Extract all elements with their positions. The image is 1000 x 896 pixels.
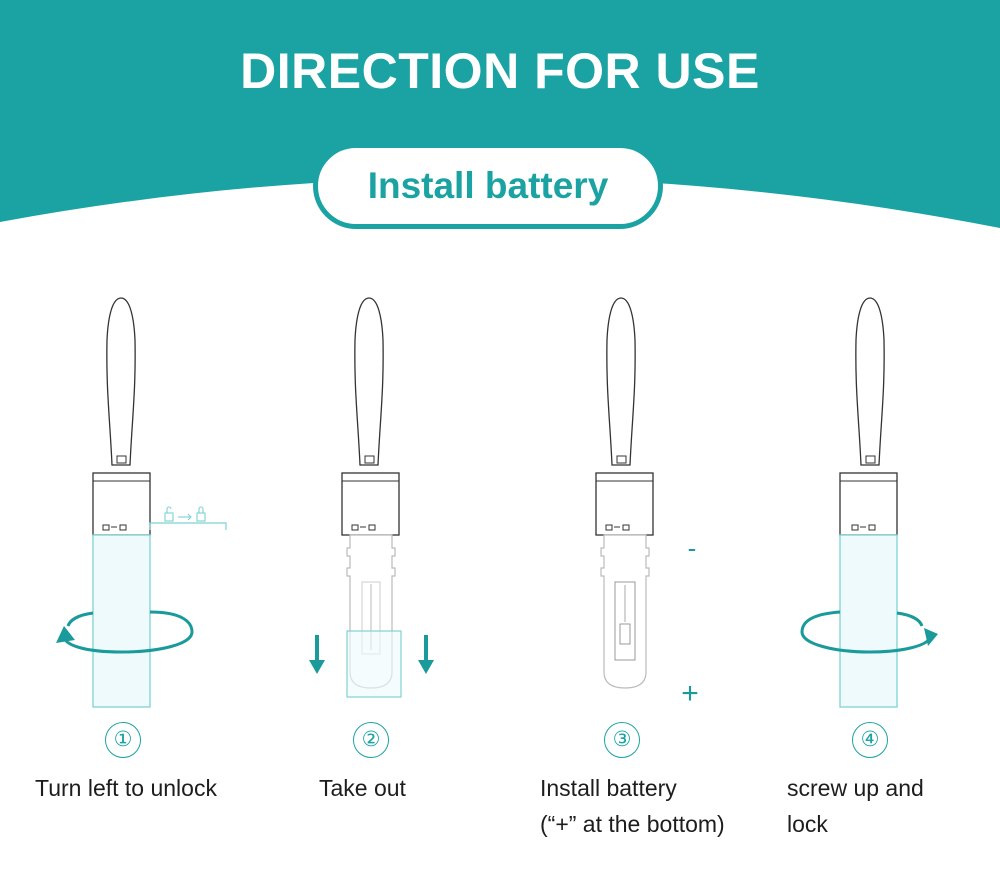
step-3-caption: Install battery (“+” at the bottom) <box>540 770 725 842</box>
step-4-caption: screw up and lock <box>787 770 924 842</box>
step-3-line-1: Install battery <box>540 775 677 801</box>
step-1-toothbrush <box>56 297 227 708</box>
step-4-number: ④ <box>852 722 888 758</box>
step-2-toothbrush <box>309 297 434 698</box>
step-3-number: ③ <box>604 722 640 758</box>
step-1-caption: Turn left to unlock <box>35 770 217 806</box>
step-2-number: ② <box>353 722 389 758</box>
down-arrow-icon <box>309 635 325 674</box>
page-title: DIRECTION FOR USE <box>240 43 760 99</box>
instruction-illustrations: - + <box>56 297 938 710</box>
unlock-lock-icon <box>164 506 206 522</box>
handle <box>92 534 151 708</box>
step-2-line-1: Take out <box>319 775 406 801</box>
step-3-line-2: (“+” at the bottom) <box>540 811 725 837</box>
section-title-badge: Install battery <box>313 143 663 229</box>
minus-label: - <box>688 533 697 563</box>
step-4-line-2: lock <box>787 811 828 837</box>
lock-symbol <box>102 524 127 531</box>
header-background <box>0 0 1000 228</box>
rotate-right-arrow-icon <box>800 610 938 654</box>
step-2-caption: Take out <box>319 770 406 806</box>
rotate-left-arrow-icon <box>56 610 194 654</box>
battery <box>614 581 636 661</box>
down-arrow-icon <box>418 635 434 674</box>
step-1-line-1: Turn left to unlock <box>35 775 217 801</box>
step-1-number: ① <box>105 722 141 758</box>
plus-label: + <box>681 677 699 710</box>
step-4-line-1: screw up and <box>787 775 924 801</box>
step-3-toothbrush <box>595 297 654 689</box>
brush-head <box>106 297 136 466</box>
step-4-toothbrush <box>800 297 938 708</box>
handle-sleeve <box>346 630 402 698</box>
